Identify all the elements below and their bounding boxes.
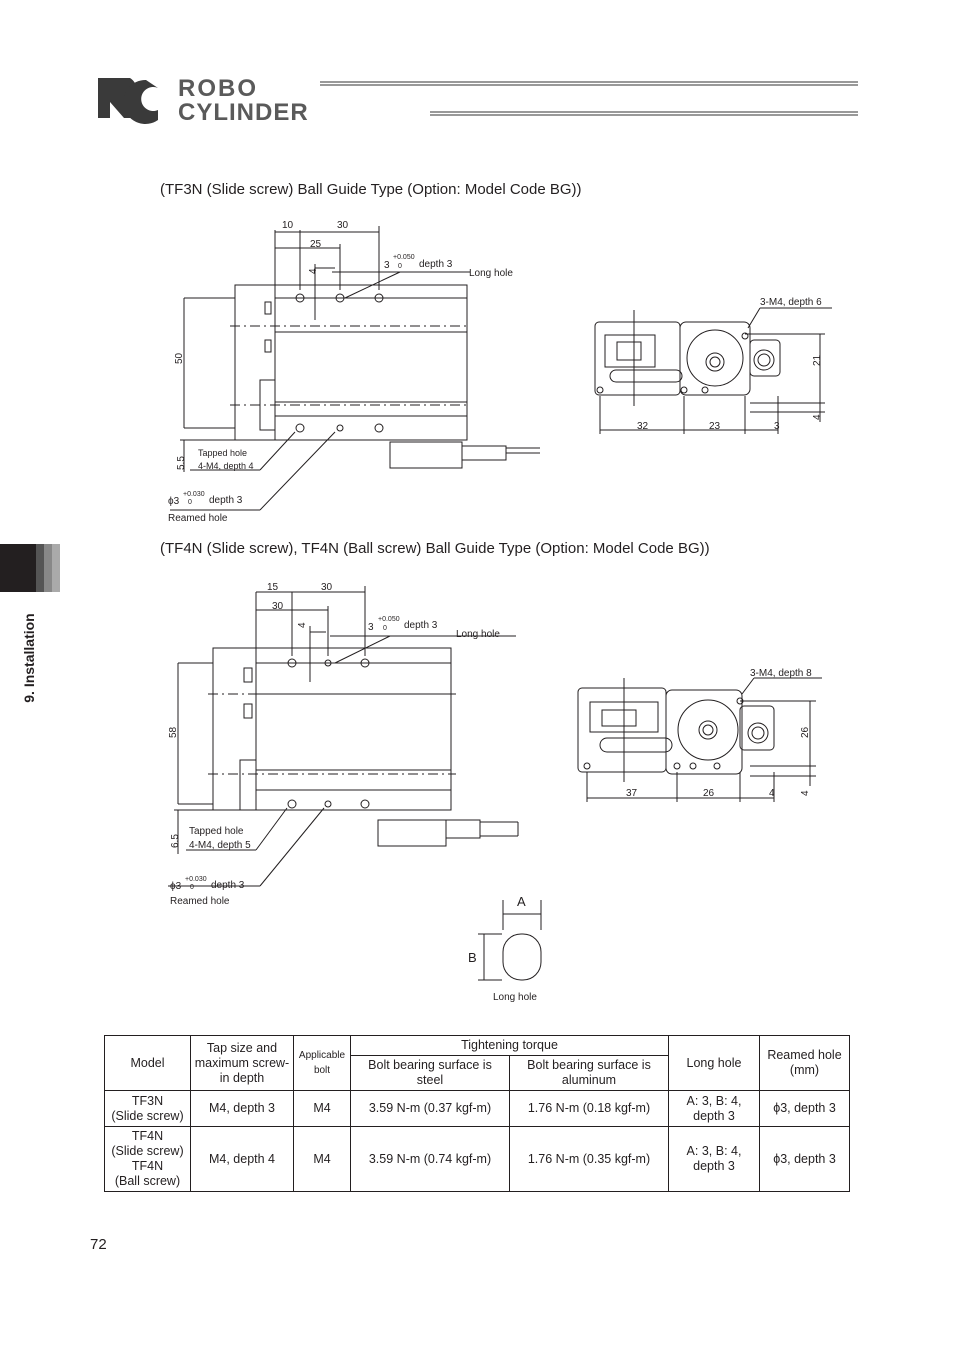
d2-dim-30b: 30 [272, 601, 284, 612]
d1-reamed-depth: depth 3 [209, 495, 243, 506]
d2-reamed-depth: depth 3 [211, 880, 245, 891]
cell-model: TF3N(Slide screw) [104, 1090, 191, 1127]
d2-side-37: 37 [626, 788, 638, 799]
d2-side-4v: 4 [800, 790, 811, 796]
tightening-torque-table: Model Tap size and maximum screw-in dept… [104, 1035, 850, 1192]
d2-side-4h: 4 [769, 788, 775, 799]
header-reamed-hole: Reamed hole (mm) [759, 1035, 850, 1091]
d1-side-label: 3-M4, depth 6 [760, 297, 822, 308]
d1-dim-30: 30 [337, 220, 349, 231]
d1-side-3: 3 [774, 421, 780, 432]
d2-reamed-label: Reamed hole [170, 896, 230, 907]
cell-tap: M4, depth 4 [190, 1126, 294, 1192]
header-long-hole: Long hole [668, 1035, 760, 1091]
drawing-tf4n: 15 30 30 4 3 +0.050 0 depth 3 Long hole … [168, 582, 822, 907]
d1-reamed-label: Reamed hole [168, 513, 228, 524]
d1-dim-10: 10 [282, 220, 294, 231]
section-title-tf3n: (TF3N (Slide screw) Ball Guide Type (Opt… [160, 181, 582, 198]
d2-dim-15: 15 [267, 582, 279, 593]
d2-tapped-hole-1: Tapped hole [189, 826, 244, 837]
d2-dim-6-5: 6.5 [170, 834, 181, 848]
long-hole-b: B [468, 950, 477, 965]
d1-long-hole-tol0: 0 [398, 263, 402, 270]
d1-side-32: 32 [637, 421, 649, 432]
table-row: TF3N(Slide screw) M4, depth 3 M4 3.59 N-… [104, 1090, 850, 1127]
d2-reamed-tol: +0.030 [185, 876, 207, 883]
d2-side-26: 26 [800, 726, 811, 738]
d1-dim-25: 25 [310, 239, 322, 250]
cell-long-hole: A: 3, B: 4,depth 3 [668, 1090, 760, 1127]
header-tightening-torque: Tightening torque [350, 1035, 669, 1056]
long-hole-detail-label: Long hole [493, 992, 537, 1003]
header-model: Model [104, 1035, 191, 1091]
cell-long-hole: A: 3, B: 4,depth 3 [668, 1126, 760, 1192]
d2-long-hole-tol: +0.050 [378, 616, 400, 623]
d1-tapped-hole-1: Tapped hole [198, 448, 247, 458]
chapter-tab-marker [0, 544, 60, 592]
d1-tapped-hole-2: 4-M4, depth 4 [198, 461, 254, 471]
table-row: TF4N(Slide screw)TF4N(Ball screw) M4, de… [104, 1126, 850, 1192]
d2-reamed-tol0: 0 [190, 884, 194, 891]
d2-reamed-dim: ϕ3 [170, 881, 182, 892]
d1-dim-50: 50 [174, 352, 185, 364]
cell-bolt: M4 [293, 1126, 351, 1192]
cell-steel: 3.59 N-m (0.37 kgf-m) [350, 1090, 510, 1127]
d1-side-4: 4 [812, 414, 823, 420]
d1-reamed-dim: ϕ3 [168, 496, 180, 507]
d2-tapped-hole-2: 4-M4, depth 5 [189, 840, 251, 851]
d2-dim-58: 58 [168, 726, 179, 738]
chapter-label-text: 9. Installation [21, 613, 37, 703]
chapter-label: 9. Installation [21, 606, 37, 710]
header-tap-size: Tap size and maximum screw-in depth [190, 1035, 294, 1091]
header-steel: Bolt bearing surface is steel [350, 1055, 510, 1091]
d2-long-hole-dim: 3 [368, 622, 374, 633]
d2-long-hole-tol0: 0 [383, 625, 387, 632]
page-number: 72 [90, 1236, 107, 1253]
d2-side-label: 3-M4, depth 8 [750, 668, 812, 679]
d2-dim-30a: 30 [321, 582, 333, 593]
robo-cylinder-logo: ROBO CYLINDER [98, 75, 309, 124]
long-hole-detail: A B Long hole [468, 894, 542, 1003]
cell-bolt: M4 [293, 1090, 351, 1127]
d1-reamed-tol: +0.030 [183, 491, 205, 498]
cell-tap: M4, depth 3 [190, 1090, 294, 1127]
d2-long-hole-depth: depth 3 [404, 620, 438, 631]
d2-side-26h: 26 [703, 788, 715, 799]
d1-dim-4: 4 [308, 268, 319, 274]
drawing-tf3n: 10 30 25 4 3 +0.050 0 depth 3 Long hole … [168, 220, 832, 524]
d1-long-hole-tol: +0.050 [393, 254, 415, 261]
d2-long-hole-label: Long hole [456, 629, 500, 640]
d1-reamed-tol0: 0 [188, 499, 192, 506]
long-hole-a: A [517, 894, 526, 909]
cell-reamed: ϕ3, depth 3 [759, 1126, 850, 1192]
logo-text-cylinder: CYLINDER [178, 99, 309, 124]
section-title-tf4n: (TF4N (Slide screw), TF4N (Ball screw) B… [160, 540, 710, 557]
d2-dim-4: 4 [297, 622, 308, 628]
d1-long-hole-depth: depth 3 [419, 259, 453, 270]
d1-long-hole-dim: 3 [384, 260, 390, 271]
cell-model: TF4N(Slide screw)TF4N(Ball screw) [104, 1126, 191, 1192]
logo-text-robo: ROBO [178, 75, 258, 102]
cell-aluminum: 1.76 N-m (0.18 kgf-m) [509, 1090, 669, 1127]
cell-reamed: ϕ3, depth 3 [759, 1090, 850, 1127]
cell-aluminum: 1.76 N-m (0.35 kgf-m) [509, 1126, 669, 1192]
d1-dim-5-5: 5.5 [176, 456, 187, 470]
header-aluminum: Bolt bearing surface is aluminum [509, 1055, 669, 1091]
header-rule [320, 81, 858, 116]
d1-side-23: 23 [709, 421, 721, 432]
header-applicable-bolt: Applicable bolt [293, 1035, 351, 1091]
cell-steel: 3.59 N-m (0.74 kgf-m) [350, 1126, 510, 1192]
d1-side-21: 21 [812, 354, 823, 366]
d1-long-hole-label: Long hole [469, 268, 513, 279]
